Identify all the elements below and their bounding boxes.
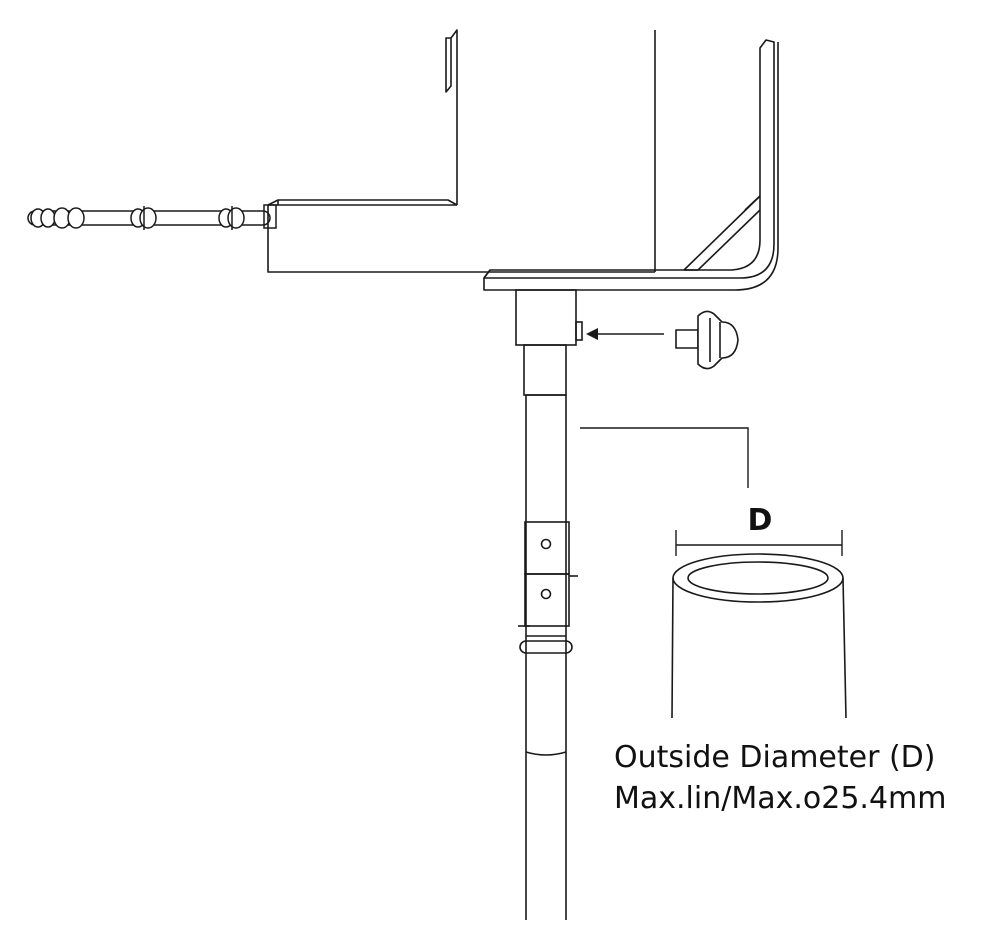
tray-body [267, 29, 656, 273]
leader-line [580, 427, 749, 488]
side-rod [27, 204, 277, 230]
dimension-line [675, 530, 843, 556]
dimension-label: D [748, 503, 773, 538]
thumb-screw [675, 310, 739, 370]
tube-detail [671, 553, 847, 719]
caption-line-2: Max.lin/Max.o25.4mm [614, 781, 947, 816]
pole-assembly [515, 289, 583, 920]
l-bracket [483, 39, 779, 291]
caption-line-1: Outside Diameter (D) [614, 740, 936, 775]
insert-arrow [586, 328, 664, 340]
